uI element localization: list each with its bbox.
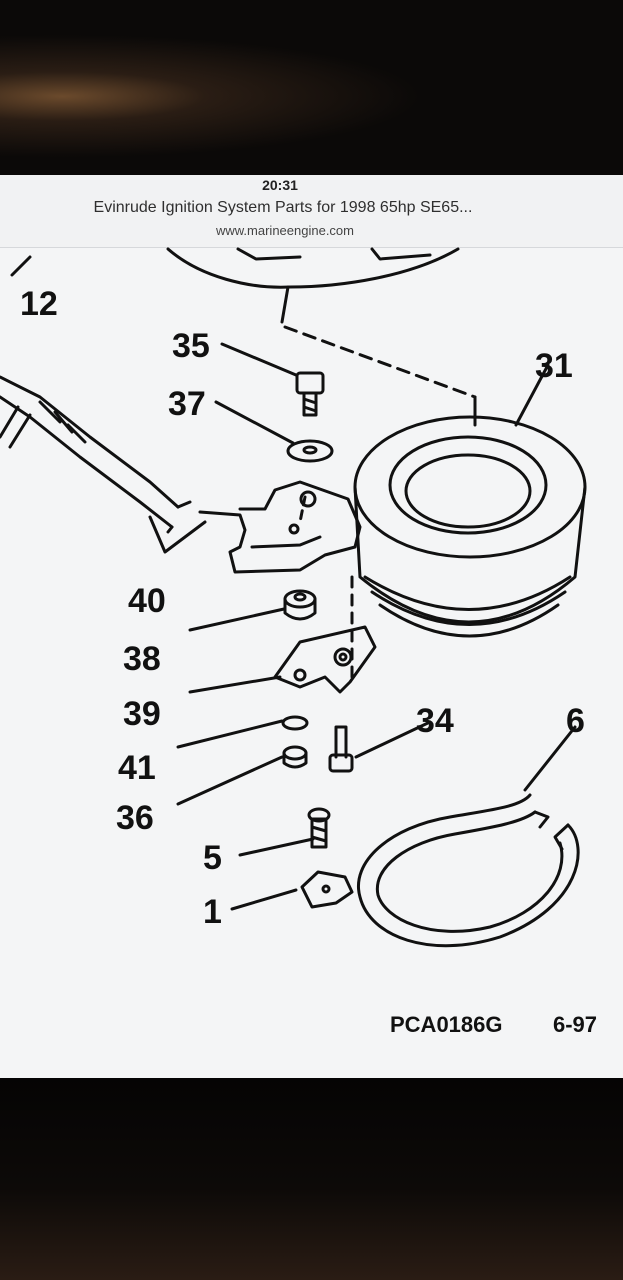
device-bezel-bottom	[0, 1078, 623, 1280]
callout-36: 36	[116, 799, 154, 837]
callout-35: 35	[172, 327, 210, 365]
parts-diagram: 12 35 37 31 40 38 39 41 36 34 6 5 1 PCA0…	[0, 247, 623, 1078]
callout-41: 41	[118, 749, 156, 787]
page-url[interactable]: www.marineengine.com	[215, 223, 354, 238]
callout-1: 1	[203, 893, 222, 931]
drawing-code: PCA0186G	[390, 1012, 503, 1037]
parts-diagram-drawing: 12 35 37 31 40 38 39 41 36 34 6 5 1 PCA0…	[0, 247, 597, 1037]
callout-39: 39	[123, 695, 161, 733]
status-clock: 20:31	[262, 177, 298, 193]
callout-34: 34	[416, 702, 454, 740]
callout-12: 12	[20, 285, 58, 323]
callout-31: 31	[535, 347, 573, 385]
browser-header: 20:31 Evinrude Ignition System Parts for…	[0, 175, 623, 248]
phone-screen: 20:31 Evinrude Ignition System Parts for…	[0, 175, 623, 1078]
device-bezel-top	[0, 0, 623, 175]
date-code: 6-97	[553, 1012, 597, 1037]
page-title[interactable]: Evinrude Ignition System Parts for 1998 …	[93, 199, 473, 216]
callout-6: 6	[566, 702, 585, 740]
callout-37: 37	[168, 385, 206, 423]
callout-40: 40	[128, 582, 166, 620]
callout-38: 38	[123, 640, 161, 678]
callout-5: 5	[203, 839, 222, 877]
